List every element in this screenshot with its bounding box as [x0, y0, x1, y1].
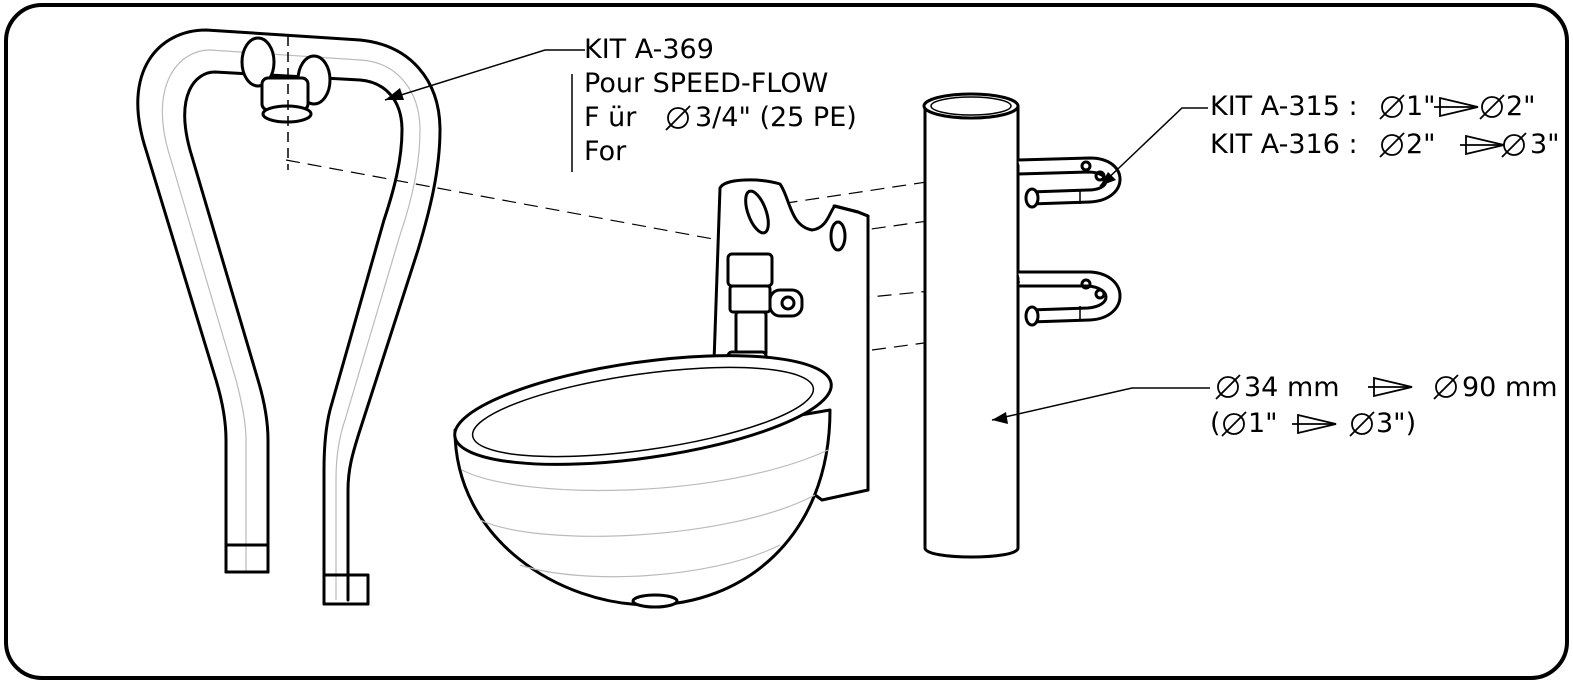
- leader-lines: [384, 49, 1210, 424]
- kit-a369-line2: Pour SPEED-FLOW: [584, 68, 828, 99]
- pole-diameter-range: 34 mm 90 mm ( 1" 3"): [1210, 372, 1558, 439]
- kit-a369-label: KIT A-369 Pour SPEED-FLOW F ür 3/4" (25 …: [584, 34, 857, 167]
- drinking-bowl: [453, 178, 870, 609]
- range-arrow-icon: [1433, 97, 1479, 117]
- diameter-icon: [1379, 94, 1405, 120]
- kit-a369-line3-prefix: F ür: [584, 102, 637, 133]
- diameter-icon: [1379, 132, 1405, 158]
- kit-a315-to: 2": [1506, 91, 1536, 122]
- pole-inch-from: 1": [1248, 408, 1278, 439]
- kit-a316-to: 3": [1530, 129, 1560, 160]
- kit-a315-code: KIT A-315 :: [1210, 91, 1358, 122]
- pole-mm-from: 34 mm: [1244, 372, 1340, 403]
- diameter-icon: [665, 105, 691, 131]
- kit-a316-label: KIT A-316 : 2" 3": [1210, 129, 1560, 160]
- range-arrow-icon: [1367, 377, 1413, 397]
- diameter-icon: [1479, 94, 1505, 120]
- kit-a369-line1: KIT A-369: [584, 34, 714, 65]
- pole-inch-open: (: [1210, 408, 1221, 439]
- kit-a316-from: 2": [1406, 129, 1436, 160]
- diameter-icon: [1501, 132, 1527, 158]
- u-bolt-clamps: [1016, 156, 1122, 327]
- pole-inch-to: 3"): [1376, 408, 1416, 439]
- vertical-post: [922, 92, 1020, 559]
- range-arrow-icon: [1291, 414, 1337, 434]
- diameter-icon: [1433, 374, 1459, 400]
- kit-a369-line3-value: 3/4" (25 PE): [695, 102, 857, 133]
- diameter-icon: [1215, 374, 1241, 400]
- u-pipe-bracket: [136, 28, 442, 606]
- range-arrow-icon: [1459, 135, 1505, 155]
- kit-a316-code: KIT A-316 :: [1210, 129, 1358, 160]
- kit-a315-from: 1": [1406, 91, 1436, 122]
- drawing-frame: [4, 3, 1569, 680]
- diameter-icon: [1349, 411, 1375, 437]
- diameter-icon: [1221, 411, 1247, 437]
- kit-a315-label: KIT A-315 : 1" 2": [1210, 91, 1536, 122]
- kit-a369-line4: For: [584, 136, 627, 167]
- pole-mm-to: 90 mm: [1462, 372, 1558, 403]
